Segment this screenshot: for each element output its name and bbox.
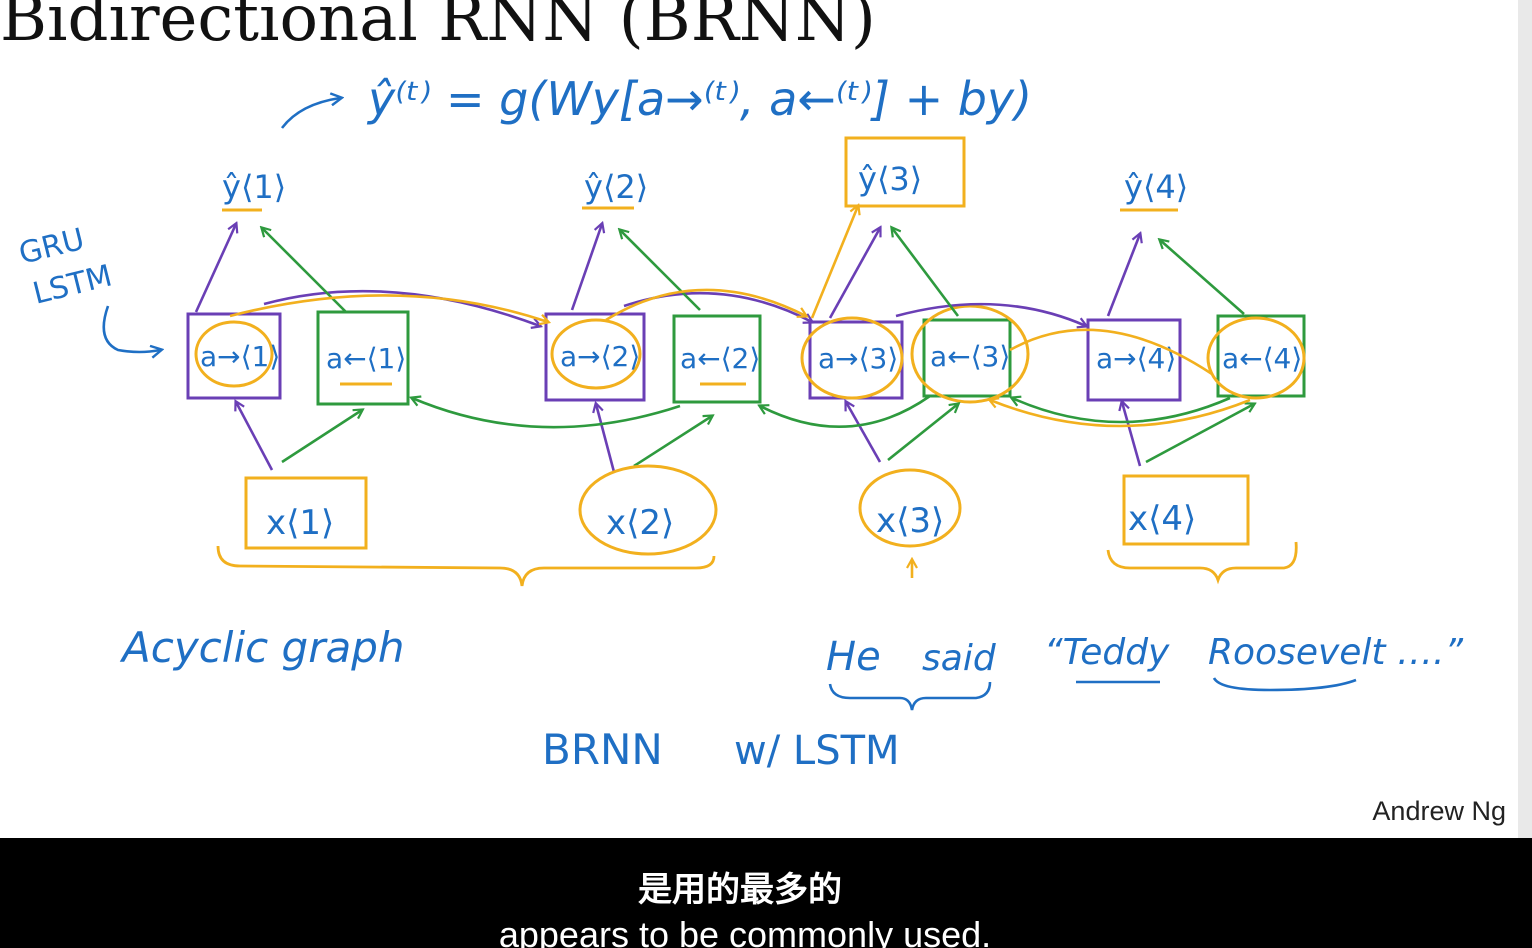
svg-text:a←⟨2⟩: a←⟨2⟩ bbox=[680, 342, 760, 375]
output-y2: ŷ⟨2⟩ bbox=[582, 168, 648, 210]
svg-text:a←⟨4⟩: a←⟨4⟩ bbox=[1222, 342, 1302, 375]
highlight-path bbox=[229, 206, 1251, 428]
input-x2: x⟨2⟩ bbox=[578, 464, 718, 556]
gru-note: GRU bbox=[15, 222, 88, 272]
word-teddy: “Teddy bbox=[1044, 632, 1170, 673]
svg-text:x⟨1⟩: x⟨1⟩ bbox=[266, 503, 334, 543]
forward-activation-1: a→⟨1⟩ bbox=[186, 312, 282, 400]
backward-activation-4: a←⟨4⟩ bbox=[1206, 314, 1306, 400]
gru-note-arrow bbox=[102, 305, 160, 352]
subtitle-bar: 是用的最多的 appears to be commonly used. bbox=[0, 838, 1532, 948]
forward-activation-4: a→⟨4⟩ bbox=[1086, 318, 1182, 402]
author-name: Andrew Ng bbox=[1372, 796, 1506, 826]
input-brace-right bbox=[1106, 541, 1298, 585]
subtitle-chinese: 是用的最多的 bbox=[638, 870, 842, 910]
output-y4: ŷ⟨4⟩ bbox=[1120, 168, 1188, 212]
svg-text:x⟨3⟩: x⟨3⟩ bbox=[876, 501, 944, 541]
roosevelt-underline bbox=[1212, 677, 1357, 692]
brnn-label: BRNN bbox=[542, 725, 663, 774]
word-said: said bbox=[922, 638, 997, 679]
output-y3: ŷ⟨3⟩ bbox=[844, 136, 966, 208]
input-x4: x⟨4⟩ bbox=[1122, 474, 1250, 546]
svg-text:a→⟨2⟩: a→⟨2⟩ bbox=[560, 340, 640, 373]
svg-text:ŷ⟨4⟩: ŷ⟨4⟩ bbox=[1124, 168, 1188, 206]
slide-title: Bidirectional RNN (BRNN) bbox=[0, 0, 876, 56]
subtitle-english: appears to be commonly used. bbox=[498, 914, 992, 948]
svg-text:ŷ⟨1⟩: ŷ⟨1⟩ bbox=[222, 168, 286, 206]
lstm-label: w/ LSTM bbox=[734, 728, 900, 774]
input-x1: x⟨1⟩ bbox=[244, 476, 368, 550]
forward-activation-3: a→⟨3⟩ bbox=[800, 316, 904, 400]
acyclic-graph-label: Acyclic graph bbox=[119, 623, 405, 672]
backward-activation-1: a←⟨1⟩ bbox=[316, 310, 410, 406]
he-said-brace bbox=[828, 681, 992, 711]
word-roosevelt: Roosevelt ….” bbox=[1208, 632, 1463, 673]
word-he: He bbox=[826, 634, 881, 680]
input-x3: x⟨3⟩ bbox=[858, 468, 962, 548]
svg-text:x⟨2⟩: x⟨2⟩ bbox=[606, 503, 674, 543]
input-brace-left bbox=[216, 545, 716, 587]
forward-chain bbox=[194, 224, 1140, 473]
output-equation: ŷ⁽ᵗ⁾ = g(Wy[a→⁽ᵗ⁾, a←⁽ᵗ⁾] + by) bbox=[366, 72, 1032, 126]
backward-activation-3: a←⟨3⟩ bbox=[910, 304, 1030, 404]
lecture-slide: Bidirectional RNN (BRNN) ŷ⁽ᵗ⁾ = g(Wy[a→⁽… bbox=[0, 0, 1506, 826]
svg-text:a→⟨3⟩: a→⟨3⟩ bbox=[818, 342, 898, 375]
forward-activation-2: a→⟨2⟩ bbox=[544, 312, 646, 402]
svg-text:a←⟨3⟩: a←⟨3⟩ bbox=[930, 340, 1010, 373]
svg-text:ŷ⟨3⟩: ŷ⟨3⟩ bbox=[858, 160, 922, 198]
handwritten-diagram: ŷ⁽ᵗ⁾ = g(Wy[a→⁽ᵗ⁾, a←⁽ᵗ⁾] + by) GRU LSTM… bbox=[15, 72, 1463, 774]
equation-arrow bbox=[280, 98, 340, 129]
svg-text:a→⟨1⟩: a→⟨1⟩ bbox=[200, 340, 280, 373]
backward-activation-2: a←⟨2⟩ bbox=[672, 314, 762, 404]
svg-text:x⟨4⟩: x⟨4⟩ bbox=[1128, 499, 1196, 539]
output-y1: ŷ⟨1⟩ bbox=[222, 168, 286, 212]
slide-edge-strip bbox=[1518, 0, 1532, 838]
svg-text:ŷ⟨2⟩: ŷ⟨2⟩ bbox=[584, 168, 648, 206]
svg-text:a←⟨1⟩: a←⟨1⟩ bbox=[326, 342, 406, 375]
